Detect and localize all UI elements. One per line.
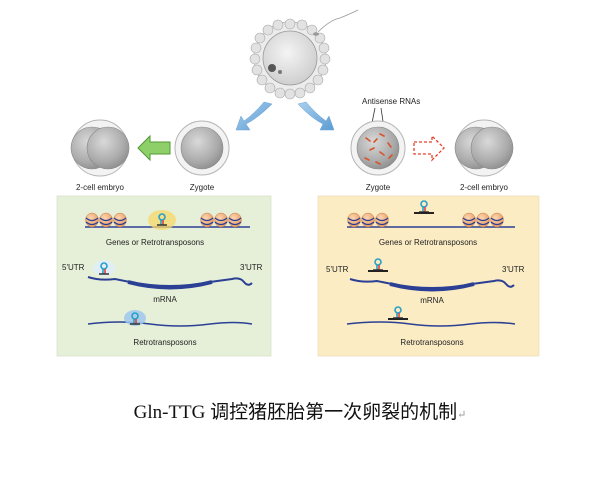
right-mrna-hairpin-icon (368, 258, 388, 272)
left-two-cell-embryo-icon (70, 119, 130, 177)
red-dashed-arrow-icon (413, 134, 445, 162)
caption-text: Gln-TTG 调控猪胚胎第一次卵裂的机制 (133, 402, 458, 423)
left-retro-hairpin-icon (124, 310, 146, 326)
label-right-retro: Retrotransposons (400, 338, 463, 347)
label-antisense: Antisense RNAs (362, 97, 420, 106)
right-panel: Genes or Retrotransposons 5'UTR 3'UTR mR… (317, 195, 540, 357)
label-right-zygote: Zygote (366, 183, 391, 192)
green-arrow-icon (137, 134, 171, 162)
left-panel: Genes or Retrotransposons 5'UTR 3'UTR mR… (56, 195, 272, 357)
label-right-5utr: 5'UTR (326, 265, 349, 274)
label-left-zygote: Zygote (190, 183, 215, 192)
right-two-cell-embryo-icon (454, 119, 514, 177)
left-mrna-hairpin-icon (93, 260, 115, 276)
oocyte-icon (249, 9, 359, 100)
label-right-two-cell: 2-cell embryo (460, 183, 509, 192)
arrow-right-icon (297, 101, 335, 131)
right-retro-hairpin-icon (388, 306, 408, 320)
label-left-3utr: 3'UTR (240, 263, 263, 272)
left-zygote-icon (174, 120, 230, 176)
label-left-two-cell: 2-cell embryo (76, 183, 125, 192)
label-right-genes: Genes or Retrotransposons (379, 238, 477, 247)
figure-caption: Gln-TTG 调控猪胚胎第一次卵裂的机制↵ (0, 397, 600, 424)
label-right-3utr: 3'UTR (502, 265, 525, 274)
arrow-left-icon (235, 101, 273, 131)
label-right-mrna: mRNA (420, 296, 444, 305)
right-zygote-icon (350, 120, 406, 176)
label-left-retro: Retrotransposons (133, 338, 196, 347)
label-left-5utr: 5'UTR (62, 263, 85, 272)
label-left-mrna: mRNA (153, 295, 177, 304)
right-gene-hairpin-icon (414, 200, 434, 214)
paragraph-mark: ↵ (457, 409, 467, 421)
label-left-genes: Genes or Retrotransposons (106, 238, 204, 247)
left-glow-gene-icon (148, 210, 176, 230)
